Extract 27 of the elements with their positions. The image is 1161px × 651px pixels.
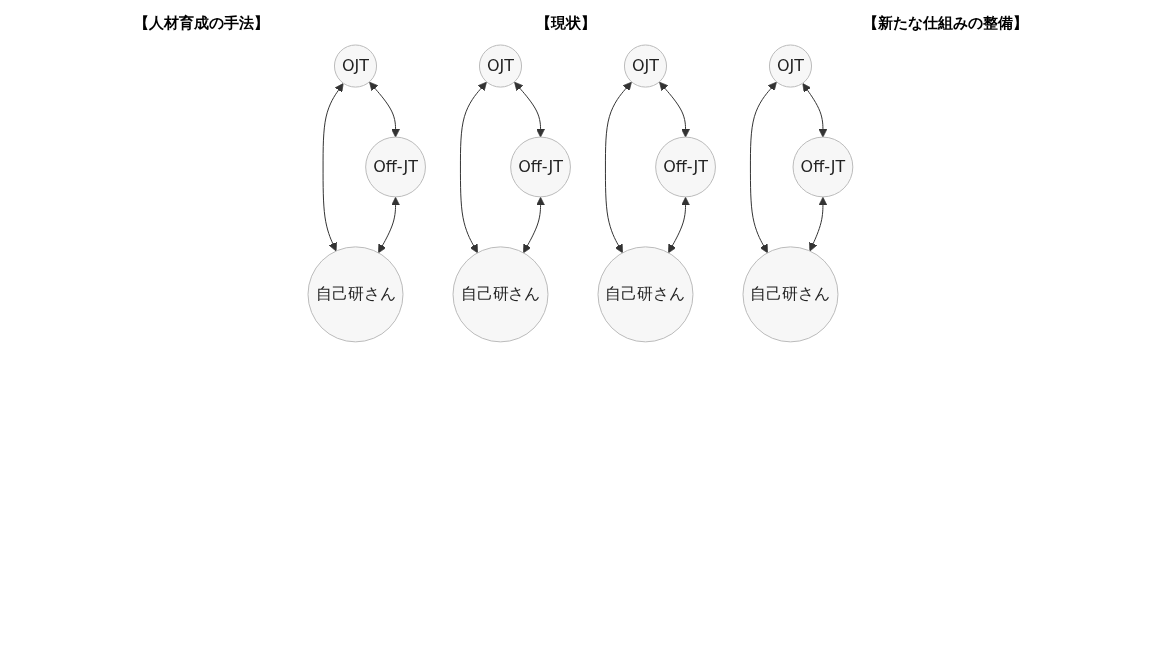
column-heading: 【新たな仕組みの整備】 xyxy=(862,14,1028,33)
column-heading: 【現状】 xyxy=(535,14,596,33)
node-circle: 自己研さん xyxy=(307,246,404,343)
node-circle: 自己研さん xyxy=(452,246,549,343)
arrow xyxy=(322,83,344,252)
arrow xyxy=(605,81,632,254)
node-circle: Off-JT xyxy=(655,136,716,198)
node-circle: Off-JT xyxy=(510,136,571,198)
node-circle: OJT xyxy=(479,44,523,88)
node-circle: Off-JT xyxy=(792,136,854,198)
arrow xyxy=(369,81,401,138)
arrow xyxy=(750,81,777,254)
arrow xyxy=(659,81,690,138)
arrow xyxy=(523,196,546,254)
node-circle: OJT xyxy=(624,44,668,88)
column-heading: 【人材育成の手法】 xyxy=(133,14,269,33)
node-circle: 自己研さん xyxy=(742,246,839,343)
arrow xyxy=(514,81,546,138)
arrow xyxy=(802,83,828,138)
node-circle: OJT xyxy=(769,44,813,88)
arrow xyxy=(809,196,828,252)
node-circle: OJT xyxy=(334,44,378,88)
arrow xyxy=(668,196,690,254)
arrow xyxy=(378,196,401,254)
node-circle: 自己研さん xyxy=(597,246,694,343)
arrow xyxy=(460,81,487,254)
node-circle: Off-JT xyxy=(365,136,427,198)
